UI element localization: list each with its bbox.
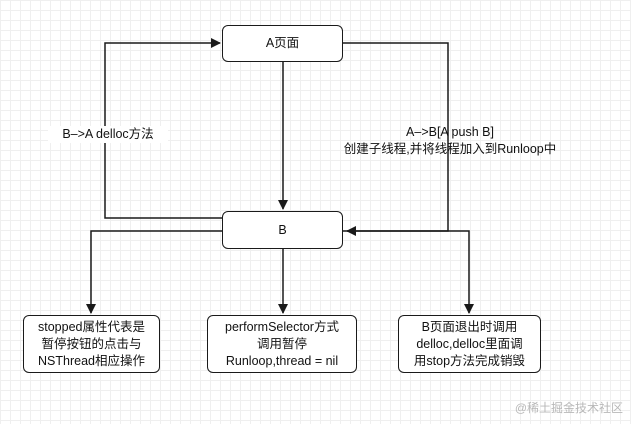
node-b-exit-line-2: delloc,delloc里面调	[416, 336, 523, 351]
edge-b-to-stopped	[86, 230, 222, 314]
node-stopped-line-1: stopped属性代表是	[38, 319, 145, 334]
node-b-page: B	[222, 211, 343, 249]
node-b-page-label: B	[278, 222, 287, 237]
edge-label-b-to-a-text: B–>A delloc方法	[62, 127, 154, 141]
node-b-exit: B页面退出时调用 delloc,delloc里面调 用stop方法完成销毁	[398, 315, 541, 373]
node-stopped-line-3: NSThread相应操作	[38, 353, 145, 368]
node-perform-line-3: Runloop,thread = nil	[225, 353, 339, 368]
node-stopped-line-2: 暂停按钮的点击与	[41, 336, 142, 351]
edge-label-a-to-b-line-2: 创建子线程,并将线程加入到Runloop中	[343, 142, 557, 156]
edge-b-to-exit	[343, 230, 474, 314]
node-perform-line-1: performSelector方式	[225, 319, 339, 334]
edge-label-a-to-b: A–>B[A push B] 创建子线程,并将线程加入到Runloop中	[330, 124, 570, 158]
node-perform-selector: performSelector方式 调用暂停 Runloop,thread = …	[207, 315, 357, 373]
node-b-exit-line-3: 用stop方法完成销毁	[413, 353, 526, 368]
edge-label-b-to-a: B–>A delloc方法	[48, 126, 168, 143]
node-perform-line-2: 调用暂停	[256, 336, 307, 351]
edge-label-a-to-b-line-1: A–>B[A push B]	[406, 125, 494, 139]
node-a-page: A页面	[222, 25, 343, 62]
node-b-exit-line-1: B页面退出时调用	[421, 319, 518, 334]
node-stopped: stopped属性代表是 暂停按钮的点击与 NSThread相应操作	[23, 315, 160, 373]
watermark: @稀土掘金技术社区	[514, 401, 623, 415]
node-a-page-label: A页面	[265, 36, 300, 50]
